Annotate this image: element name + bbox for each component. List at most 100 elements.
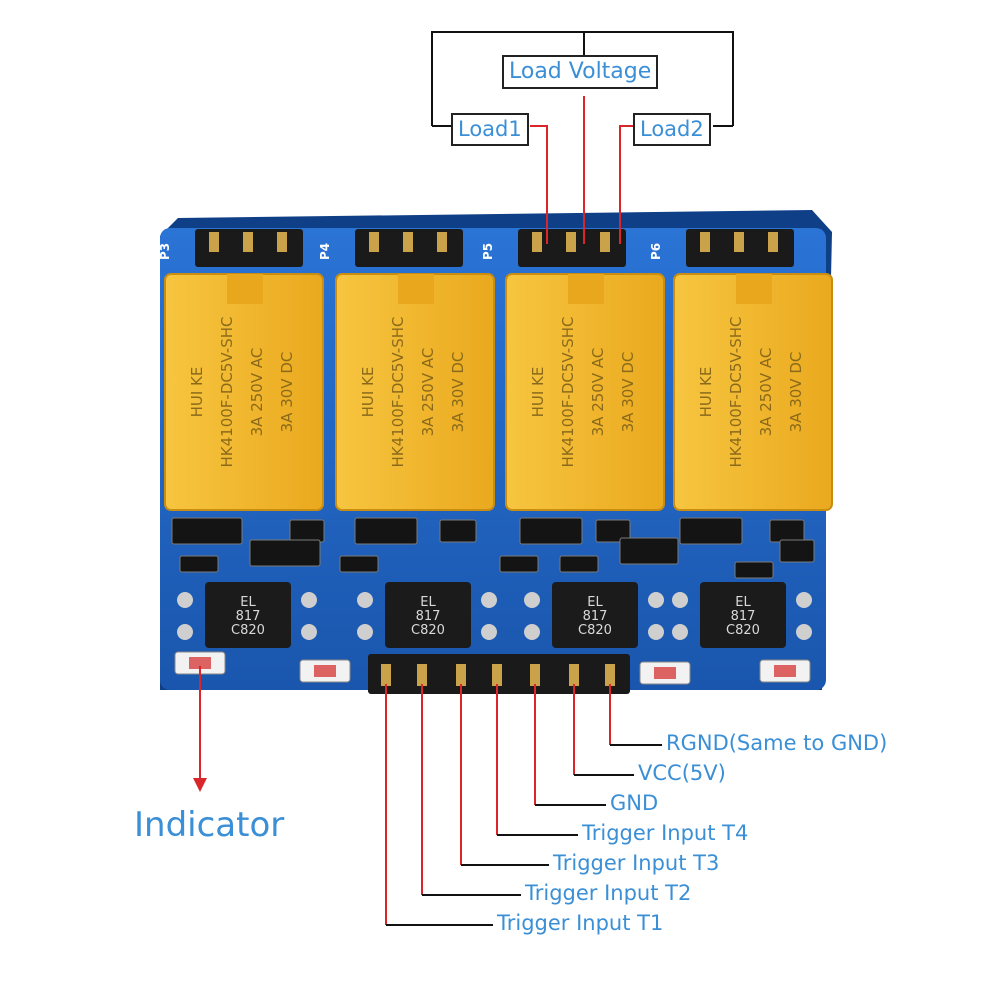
load2-label: Load2 [633,113,711,146]
optocoupler-text: C820 [231,623,265,638]
relay-text: HUI KE [359,367,377,418]
solder-pad [524,624,540,640]
optocoupler-text: EL [420,595,436,610]
pin-label-gnd: GND [610,791,659,815]
pin-label-t3: Trigger Input T3 [553,851,720,875]
solder-pad [524,592,540,608]
indicator-arrow [193,778,207,792]
relay-notch [736,274,772,304]
header-pin [566,232,576,252]
optocoupler-chip [385,582,471,648]
relay-text: 3A 250V AC [248,348,266,437]
optocoupler-chip [552,582,638,648]
wires [193,31,734,926]
smd-part [619,537,679,565]
relay-text: HK4100F-DC5V-SHC [218,317,236,468]
solder-pad [648,592,664,608]
solder-pad [357,624,373,640]
optocoupler-text: 817 [236,609,261,624]
relay-text: HUI KE [529,367,547,418]
relay-text: 3A 30V DC [278,352,296,433]
solder-pad [177,592,193,608]
load1-label: Load1 [451,113,529,146]
header-pin [768,232,778,252]
header-pin [600,232,610,252]
relay-notch [568,274,604,304]
solder-pad [357,592,373,608]
relay-text: 3A 250V AC [419,348,437,437]
optocoupler-text: EL [587,595,603,610]
smd-part [171,517,243,545]
header-pin [209,232,219,252]
optocoupler-chip [700,582,786,648]
optocoupler-text: 817 [731,609,756,624]
smd-part [354,517,418,545]
smd-part [559,555,599,573]
smd-part [289,519,325,543]
led-lens [189,657,211,669]
load1-wire [530,125,548,244]
pin-label-t2: Trigger Input T2 [525,881,692,905]
led-lens [654,667,676,679]
header-label: P6 [649,243,663,260]
header-pin [243,232,253,252]
solder-pad [796,592,812,608]
smd-part [339,555,379,573]
input-header-pin [492,664,502,686]
relay-text: 3A 250V AC [589,348,607,437]
smd-part [595,519,631,543]
input-header-pin [569,664,579,686]
relay-text: 3A 250V AC [757,348,775,437]
input-header-pin [381,664,391,686]
smd-part [519,517,583,545]
indicator-label: Indicator [134,805,285,845]
header-label: P5 [481,243,495,260]
header-pin [734,232,744,252]
solder-pad [796,624,812,640]
optocoupler-text: 817 [416,609,441,624]
solder-pad [672,624,688,640]
optocoupler-text: C820 [726,623,760,638]
optocoupler-chip [205,582,291,648]
relay-notch [398,274,434,304]
solder-pad [648,624,664,640]
solder-pad [481,592,497,608]
pin-label-t1: Trigger Input T1 [497,911,664,935]
load-headers: P3 P4 P5 P6 [158,229,794,267]
input-header-pin [605,664,615,686]
relays: HUI KE HK4100F-DC5V-SHC 3A 250V AC 3A 30V D… [164,273,833,511]
smd-part [779,539,815,563]
relay-text: 3A 30V DC [787,352,805,433]
solder-pad [672,592,688,608]
solder-pad [301,592,317,608]
input-header [368,654,630,694]
relay-text: HK4100F-DC5V-SHC [559,317,577,468]
header-pin [532,232,542,252]
smd-part [769,519,805,543]
pin-label-t4: Trigger Input T4 [582,821,749,845]
load-voltage-label: Load Voltage [502,55,659,89]
input-header-pin [456,664,466,686]
smd-part [679,517,743,545]
relay-text: HK4100F-DC5V-SHC [389,317,407,468]
solder-pad [177,624,193,640]
smd-part [179,555,219,573]
input-header-pin [530,664,540,686]
header-label: P3 [158,243,172,260]
load-loop-wire [431,31,734,126]
header-label: P4 [318,243,332,260]
smd-part [249,539,321,567]
relay-text: 3A 30V DC [449,352,467,433]
pin-label-vcc: VCC(5V) [638,761,726,785]
relay-markings: HUI KE HK4100F-DC5V-SHC 3A 250V AC 3A 30V D… [359,317,467,468]
smd-part [734,561,774,579]
load2-wire [619,125,634,244]
input-header-pin [417,664,427,686]
relay-text: HK4100F-DC5V-SHC [727,317,745,468]
led-lens [774,665,796,677]
optocoupler-text: C820 [411,623,445,638]
led-lens [314,665,336,677]
